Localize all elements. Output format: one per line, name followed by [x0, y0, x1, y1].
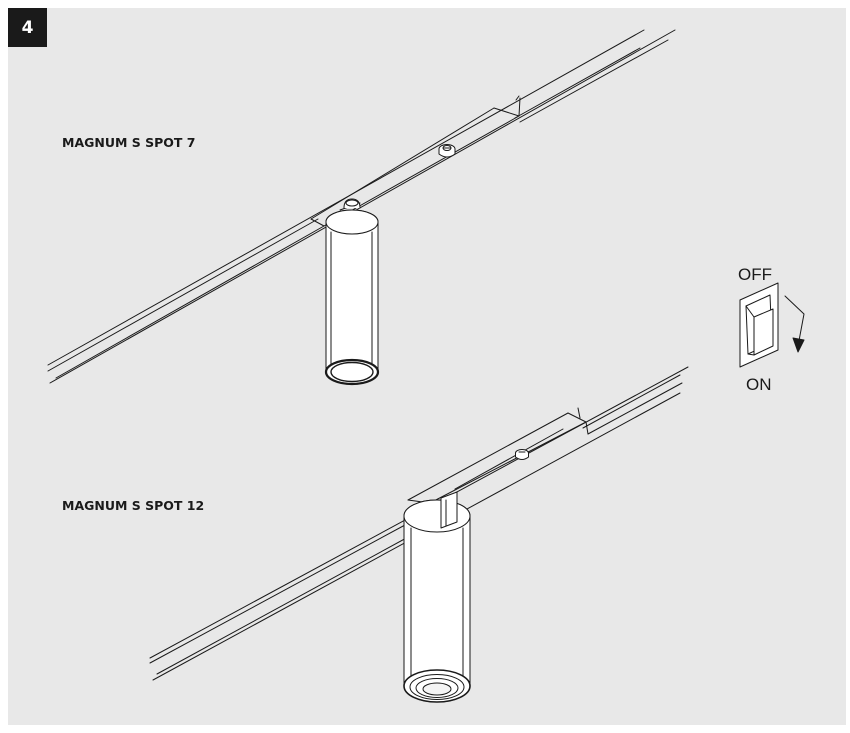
spot12-label: MAGNUM S SPOT 12 — [62, 498, 205, 513]
switch-off-label: OFF — [738, 265, 772, 284]
rocker-switch-icon — [740, 283, 778, 367]
toggle-arrow-icon — [785, 296, 804, 352]
mounting-screw-lower — [516, 450, 529, 460]
spot-fixture-12 — [404, 492, 470, 702]
step-number-badge: 4 — [8, 8, 47, 47]
mounting-screw-upper — [439, 145, 455, 158]
spot7-label: MAGNUM S SPOT 7 — [62, 135, 196, 150]
switch-on-label: ON — [746, 375, 772, 394]
spot-fixture-7 — [326, 199, 378, 384]
